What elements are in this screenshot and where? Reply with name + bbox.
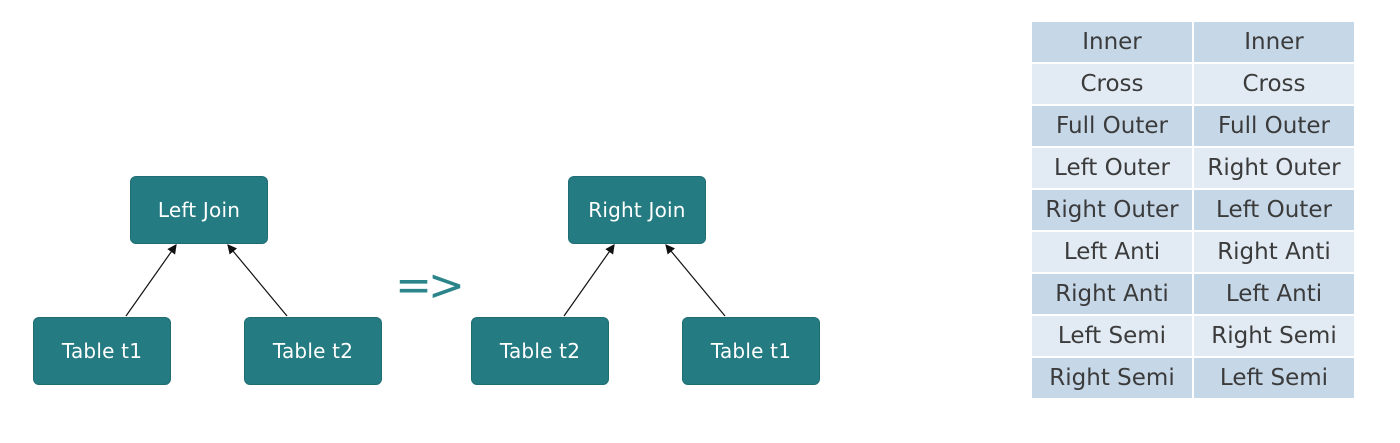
edge-right-t1-to-right-join: [665, 244, 726, 317]
original-join-type-cell: Right Outer: [1030, 188, 1194, 232]
left-join-label: Left Join: [157, 198, 241, 222]
table-row: Right Semi Left Semi: [1030, 356, 1356, 400]
swapped-join-type-cell: Right Anti: [1192, 230, 1356, 274]
right-join-label: Right Join: [588, 198, 686, 222]
edge-right-t2-to-right-join: [563, 244, 615, 317]
original-join-type-cell: Right Anti: [1030, 272, 1194, 316]
right-tree-table-t1-label: Table t1: [710, 339, 792, 363]
edge-left-t1-to-left-join: [125, 244, 177, 317]
right-join-node: Right Join: [568, 176, 706, 244]
swapped-join-type-cell: Inner: [1192, 20, 1356, 64]
original-join-type-cell: Left Outer: [1030, 146, 1194, 190]
original-join-type-cell: Left Anti: [1030, 230, 1194, 274]
original-join-type-cell: Inner: [1030, 20, 1194, 64]
transform-arrow: =>: [395, 260, 465, 311]
table-row: Cross Cross: [1030, 62, 1356, 106]
left-tree-table-t1-node: Table t1: [33, 317, 171, 385]
right-tree-table-t2-label: Table t2: [499, 339, 581, 363]
swapped-join-type-cell: Left Semi: [1192, 356, 1356, 400]
swapped-join-type-cell: Left Outer: [1192, 188, 1356, 232]
swapped-join-type-cell: Cross: [1192, 62, 1356, 106]
original-join-type-cell: Right Semi: [1030, 356, 1194, 400]
join-type-mapping-table: Inner Inner Cross Cross Full Outer Full …: [1030, 20, 1356, 400]
table-row: Inner Inner: [1030, 20, 1356, 64]
table-row: Full Outer Full Outer: [1030, 104, 1356, 148]
right-tree-table-t2-node: Table t2: [471, 317, 609, 385]
original-join-type-cell: Cross: [1030, 62, 1194, 106]
table-row: Left Outer Right Outer: [1030, 146, 1356, 190]
swapped-join-type-cell: Full Outer: [1192, 104, 1356, 148]
left-tree-table-t2-node: Table t2: [244, 317, 382, 385]
swapped-join-type-cell: Right Outer: [1192, 146, 1356, 190]
swapped-join-type-cell: Right Semi: [1192, 314, 1356, 358]
table-row: Left Semi Right Semi: [1030, 314, 1356, 358]
table-row: Left Anti Right Anti: [1030, 230, 1356, 274]
swapped-join-type-cell: Left Anti: [1192, 272, 1356, 316]
left-tree-table-t2-label: Table t2: [272, 339, 354, 363]
original-join-type-cell: Left Semi: [1030, 314, 1194, 358]
left-tree-table-t1-label: Table t1: [61, 339, 143, 363]
edge-left-t2-to-left-join: [227, 244, 288, 317]
table-row: Right Anti Left Anti: [1030, 272, 1356, 316]
original-join-type-cell: Full Outer: [1030, 104, 1194, 148]
right-tree-table-t1-node: Table t1: [682, 317, 820, 385]
table-row: Right Outer Left Outer: [1030, 188, 1356, 232]
left-join-node: Left Join: [130, 176, 268, 244]
